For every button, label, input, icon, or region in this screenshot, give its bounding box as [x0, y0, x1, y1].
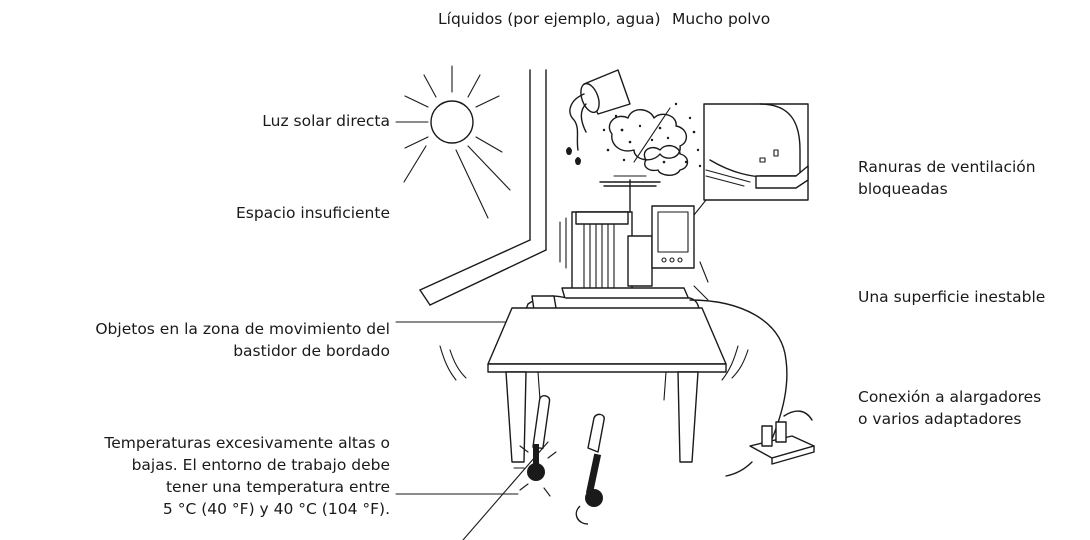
objects-label: Objetos en la zona de movimiento del bas…: [95, 318, 390, 362]
vents-label: Ranuras de ventilación bloqueadas: [858, 156, 1036, 200]
extension-label: Conexión a alargadores o varios adaptado…: [858, 386, 1041, 430]
vents-label-line-2: bloqueadas: [858, 180, 948, 198]
liquid-cup-icon: [566, 70, 630, 165]
extension-label-line-1: Conexión a alargadores: [858, 388, 1042, 406]
power-strip-icon: [690, 300, 814, 476]
temperature-label-line-1: Temperaturas excesivamente altas o: [104, 434, 390, 452]
temperature-label-line-2: bajas. El entorno de trabajo debe: [131, 456, 390, 474]
thermometer-icon: [514, 395, 604, 524]
temperature-label-line-4: 5 °C (40 °F) y 40 °C (104 °F).: [162, 500, 390, 518]
objects-label-line-2: bastidor de bordado: [233, 342, 390, 360]
sun-icon: [404, 66, 510, 218]
surface-label: Una superficie inestable: [858, 288, 1046, 306]
vent-inset: [704, 104, 808, 200]
vents-label-line-1: Ranuras de ventilación: [858, 158, 1036, 176]
objects-label-line-1: Objetos en la zona de movimiento del: [95, 320, 390, 338]
sunlight-label: Luz solar directa: [262, 112, 390, 130]
extension-label-line-2: o varios adaptadores: [858, 410, 1022, 428]
space-label: Espacio insuficiente: [235, 204, 390, 222]
temperature-label: Temperaturas excesivamente altas o bajas…: [104, 432, 390, 520]
dust-label: Mucho polvo: [672, 10, 771, 28]
liquids-label: Líquidos (por ejemplo, agua): [438, 10, 661, 28]
dust-cloud-icon: [602, 102, 702, 175]
table: [440, 308, 748, 462]
temperature-label-line-3: tener una temperatura entre: [165, 478, 390, 496]
window-frame: [420, 70, 546, 305]
